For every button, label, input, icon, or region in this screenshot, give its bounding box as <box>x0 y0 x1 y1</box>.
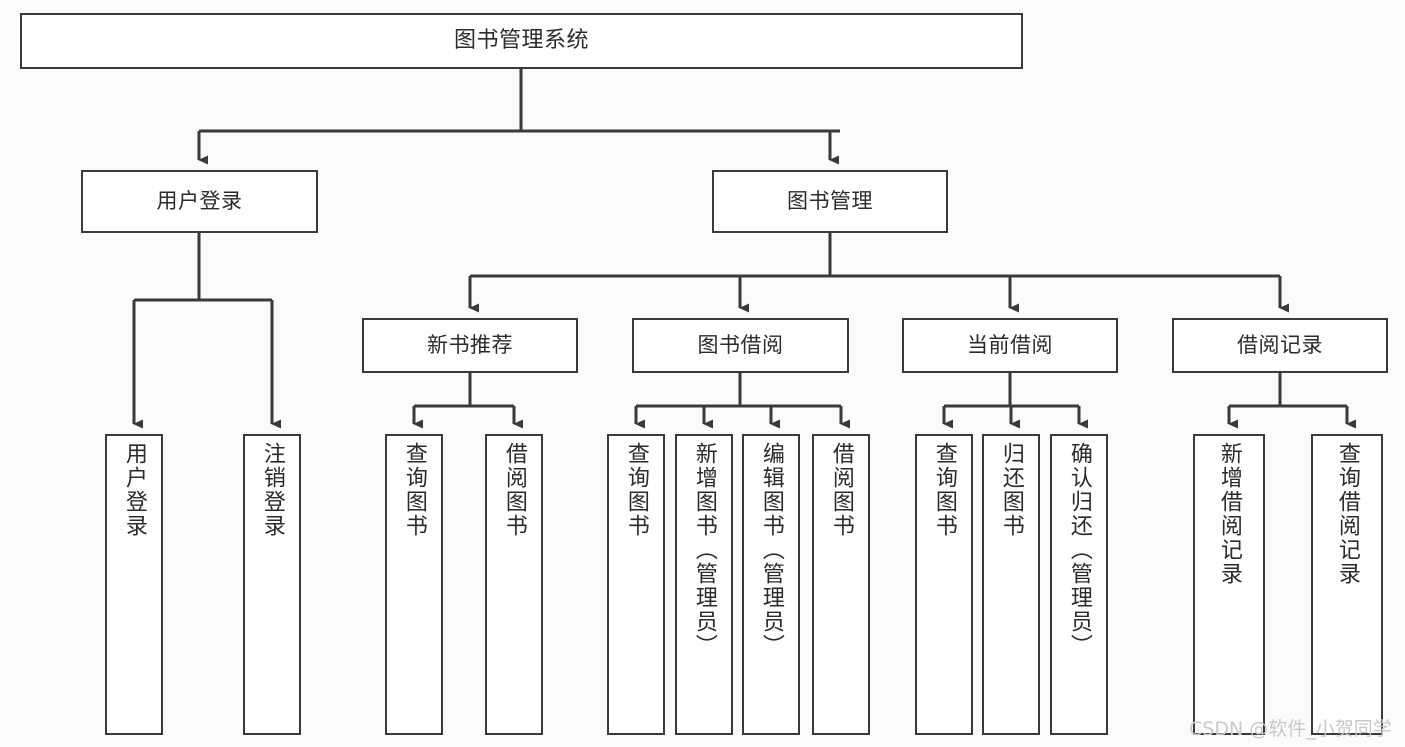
node-label: 借阅记录 <box>1237 333 1323 358</box>
leaf-borrow-query-book[interactable]: 查询图书 <box>607 434 665 735</box>
leaf-record-add-record[interactable]: 新增借阅记录 <box>1193 434 1265 735</box>
node-label: 新书推荐 <box>427 333 513 358</box>
node-label: 图书管理 <box>787 189 873 214</box>
leaf-current-query-book[interactable]: 查询图书 <box>915 434 973 735</box>
node-label: 新增图书（管理员） <box>691 442 717 658</box>
node-label: 注销登录 <box>259 442 285 538</box>
node-label: 用户登录 <box>156 189 243 214</box>
node-label: 新增借阅记录 <box>1216 442 1242 586</box>
node-new-book-recommend[interactable]: 新书推荐 <box>362 318 578 373</box>
node-label: 当前借阅 <box>967 333 1053 358</box>
node-label: 查询图书 <box>931 442 957 538</box>
leaf-current-confirm-return-admin[interactable]: 确认归还（管理员） <box>1050 434 1108 735</box>
node-book-management[interactable]: 图书管理 <box>712 170 948 233</box>
csdn-watermark: CSDN @软件_小贺同学 <box>1189 718 1392 740</box>
node-user-login[interactable]: 用户登录 <box>81 170 318 233</box>
node-label: 查询图书 <box>623 442 649 538</box>
node-label: 图书借阅 <box>697 333 784 358</box>
node-book-borrow[interactable]: 图书借阅 <box>632 318 849 373</box>
node-current-borrow[interactable]: 当前借阅 <box>902 318 1118 373</box>
leaf-logout[interactable]: 注销登录 <box>243 434 301 735</box>
node-label: 用户登录 <box>121 442 147 538</box>
node-label: 编辑图书（管理员） <box>758 442 784 658</box>
leaf-current-return-book[interactable]: 归还图书 <box>982 434 1040 735</box>
node-label: 借阅图书 <box>501 442 527 538</box>
node-root-system[interactable]: 图书管理系统 <box>20 13 1023 69</box>
node-label: 借阅图书 <box>828 442 854 538</box>
node-label: 确认归还（管理员） <box>1066 442 1092 658</box>
node-label: 查询借阅记录 <box>1334 442 1360 586</box>
node-label: 图书管理系统 <box>453 28 589 54</box>
leaf-recommend-query-book[interactable]: 查询图书 <box>385 434 443 735</box>
leaf-borrow-add-book-admin[interactable]: 新增图书（管理员） <box>675 434 733 735</box>
leaf-borrow-borrow-book[interactable]: 借阅图书 <box>812 434 870 735</box>
leaf-record-query-record[interactable]: 查询借阅记录 <box>1311 434 1383 735</box>
leaf-user-login[interactable]: 用户登录 <box>105 434 163 735</box>
leaf-borrow-edit-book-admin[interactable]: 编辑图书（管理员） <box>742 434 800 735</box>
node-label: 归还图书 <box>998 442 1024 538</box>
node-label: 查询图书 <box>401 442 427 538</box>
node-borrow-record[interactable]: 借阅记录 <box>1172 318 1388 373</box>
leaf-recommend-borrow-book[interactable]: 借阅图书 <box>485 434 543 735</box>
